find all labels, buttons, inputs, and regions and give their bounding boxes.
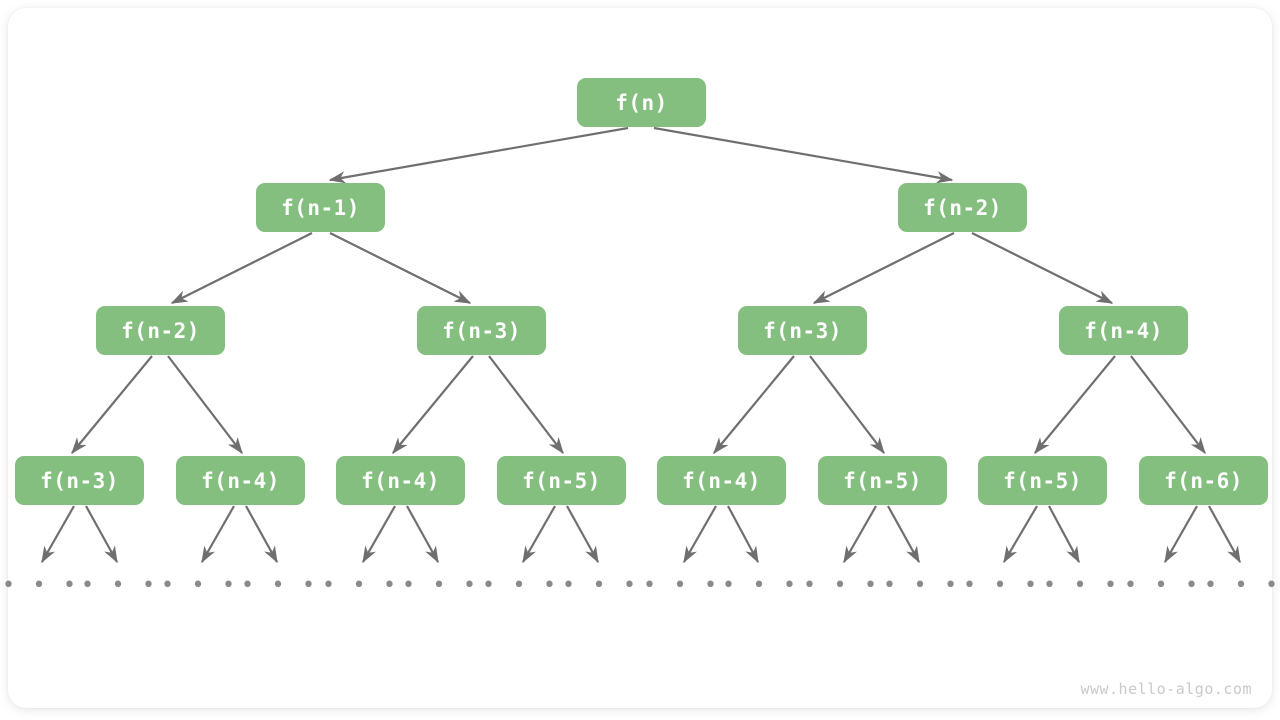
ellipsis-marker: • • • bbox=[1203, 573, 1280, 598]
tree-node-fn-2[interactable]: f(n-2) bbox=[898, 183, 1027, 232]
ellipsis-marker: • • • bbox=[1, 573, 79, 598]
tree-node-label: f(n-6) bbox=[1164, 468, 1243, 493]
tree-node-label: f(n-3) bbox=[763, 318, 842, 343]
tree-node-fn-4[interactable]: f(n-4) bbox=[1059, 306, 1188, 355]
ellipsis-marker: • • • bbox=[321, 573, 399, 598]
tree-node-fn-1[interactable]: f(n-1) bbox=[256, 183, 385, 232]
ellipsis-marker: • • • bbox=[1123, 573, 1201, 598]
watermark-text: www.hello-algo.com bbox=[1080, 680, 1252, 698]
tree-node-fn-5[interactable]: f(n-5) bbox=[497, 456, 626, 505]
ellipsis-marker: • • • bbox=[721, 573, 799, 598]
tree-node-label: f(n-4) bbox=[361, 468, 440, 493]
tree-node-fn-5[interactable]: f(n-5) bbox=[818, 456, 947, 505]
tree-node-fn[interactable]: f(n) bbox=[577, 78, 706, 127]
tree-node-fn-3[interactable]: f(n-3) bbox=[15, 456, 144, 505]
ellipsis-marker: • • • bbox=[642, 573, 720, 598]
tree-node-label: f(n-5) bbox=[843, 468, 922, 493]
tree-node-label: f(n-2) bbox=[121, 318, 200, 343]
ellipsis-marker: • • • bbox=[802, 573, 880, 598]
tree-node-fn-4[interactable]: f(n-4) bbox=[657, 456, 786, 505]
ellipsis-marker: • • • bbox=[481, 573, 559, 598]
tree-node-label: f(n-2) bbox=[923, 195, 1002, 220]
ellipsis-marker: • • • bbox=[80, 573, 158, 598]
tree-node-fn-3[interactable]: f(n-3) bbox=[738, 306, 867, 355]
tree-node-label: f(n-3) bbox=[442, 318, 521, 343]
ellipsis-marker: • • • bbox=[882, 573, 960, 598]
tree-node-fn-6[interactable]: f(n-6) bbox=[1139, 456, 1268, 505]
tree-node-label: f(n-1) bbox=[281, 195, 360, 220]
tree-node-label: f(n) bbox=[615, 90, 668, 115]
tree-node-label: f(n-4) bbox=[201, 468, 280, 493]
ellipsis-marker: • • • bbox=[160, 573, 238, 598]
tree-node-fn-4[interactable]: f(n-4) bbox=[176, 456, 305, 505]
tree-node-label: f(n-5) bbox=[1003, 468, 1082, 493]
tree-node-fn-4[interactable]: f(n-4) bbox=[336, 456, 465, 505]
ellipsis-marker: • • • bbox=[561, 573, 639, 598]
tree-node-label: f(n-5) bbox=[522, 468, 601, 493]
ellipsis-marker: • • • bbox=[1042, 573, 1120, 598]
tree-node-label: f(n-4) bbox=[682, 468, 761, 493]
ellipsis-marker: • • • bbox=[240, 573, 318, 598]
tree-node-fn-2[interactable]: f(n-2) bbox=[96, 306, 225, 355]
tree-node-fn-5[interactable]: f(n-5) bbox=[978, 456, 1107, 505]
ellipsis-marker: • • • bbox=[401, 573, 479, 598]
tree-node-label: f(n-3) bbox=[40, 468, 119, 493]
tree-node-label: f(n-4) bbox=[1084, 318, 1163, 343]
tree-node-fn-3[interactable]: f(n-3) bbox=[417, 306, 546, 355]
ellipsis-marker: • • • bbox=[962, 573, 1040, 598]
